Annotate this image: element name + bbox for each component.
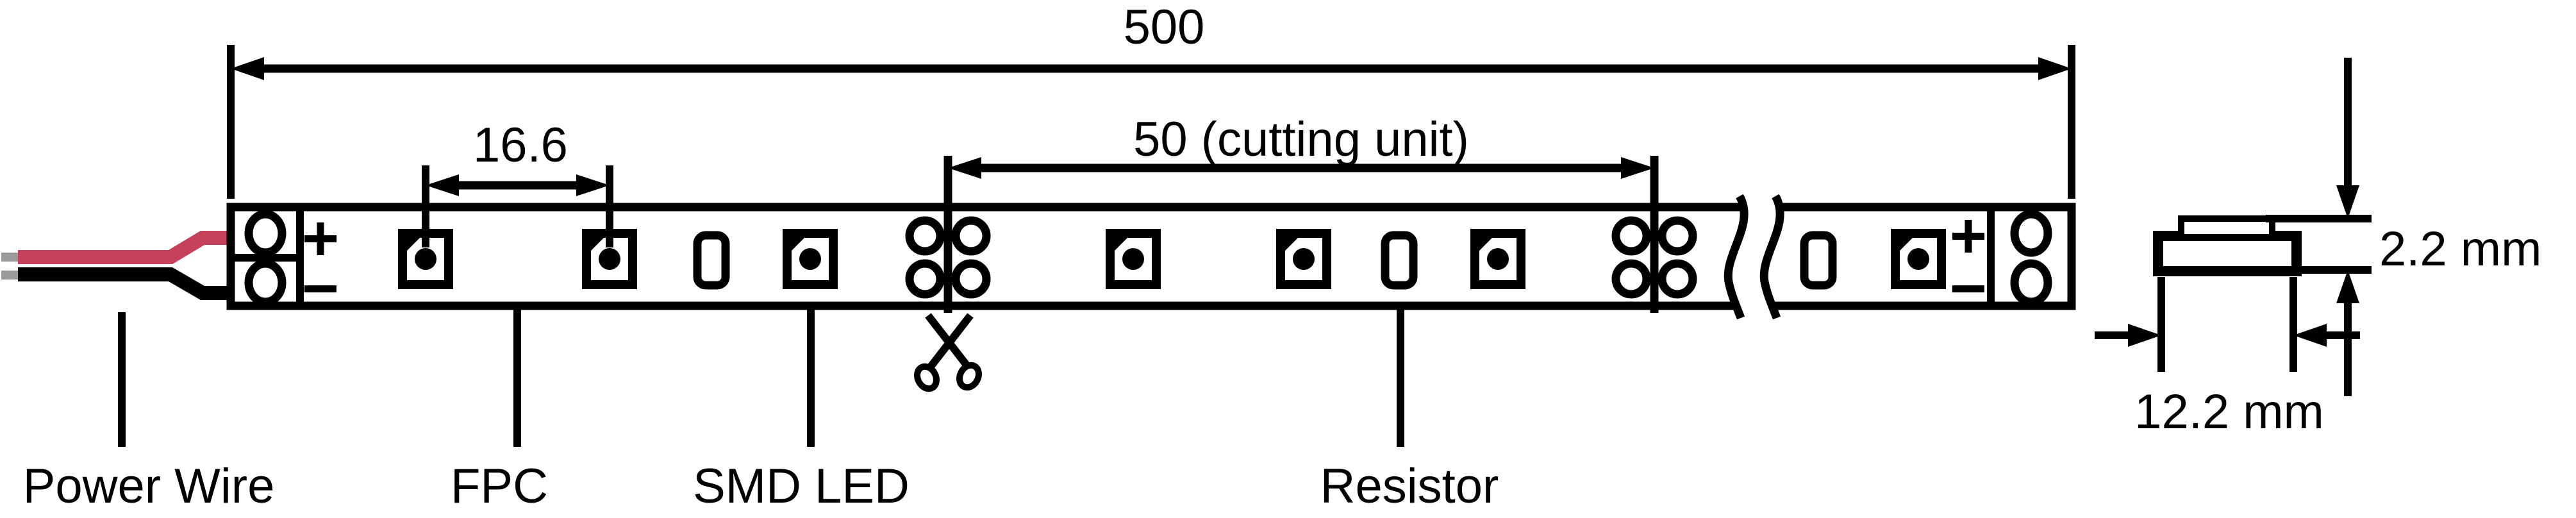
resistor-label: Resistor bbox=[1320, 459, 1499, 514]
dim-section-height-value: 2.2 mm bbox=[2379, 222, 2541, 276]
arrowhead-right-icon bbox=[2128, 324, 2161, 347]
dimension-section-width: 12.2 mm bbox=[2095, 277, 2360, 439]
scissors-icon bbox=[914, 313, 982, 392]
smd-led bbox=[1276, 229, 1331, 289]
break-icon bbox=[1724, 188, 1784, 324]
fpc-label: FPC bbox=[451, 459, 548, 514]
cut-point bbox=[1616, 156, 1693, 313]
smd-led bbox=[1106, 229, 1161, 289]
arrowhead-left-icon bbox=[2293, 324, 2327, 347]
arrowhead-up-icon bbox=[2336, 270, 2359, 303]
component-labels: Power Wire FPC SMD LED Resistor bbox=[23, 306, 1499, 514]
cross-section-view: 2.2 mm 12.2 mm bbox=[2095, 58, 2541, 439]
arrowhead-left-icon bbox=[231, 57, 264, 80]
dimension-cutting-unit: 50 (cutting unit) bbox=[948, 112, 1654, 179]
polarity-plus-left: + bbox=[302, 203, 339, 274]
arrowhead-right-icon bbox=[1621, 157, 1654, 179]
section-fpc-base bbox=[2153, 231, 2302, 276]
positive-wire bbox=[18, 231, 232, 264]
smd-led bbox=[1470, 229, 1525, 289]
dim-total-length-value: 500 bbox=[1124, 0, 1205, 54]
right-end-pads: + − bbox=[1950, 200, 2052, 324]
cut-point bbox=[910, 156, 986, 313]
dimension-section-height: 2.2 mm bbox=[2266, 58, 2541, 396]
negative-wire bbox=[18, 267, 232, 300]
polarity-plus-right: + bbox=[1950, 200, 1987, 272]
arrowhead-left-icon bbox=[426, 174, 459, 196]
smd-led bbox=[783, 229, 838, 289]
arrowhead-right-icon bbox=[576, 174, 610, 196]
arrowhead-right-icon bbox=[2038, 57, 2072, 80]
wire-tip-positive bbox=[1, 253, 21, 262]
smd-led-label: SMD LED bbox=[693, 459, 910, 514]
solder-pad bbox=[2010, 259, 2052, 306]
dim-section-width-value: 12.2 mm bbox=[2134, 385, 2324, 439]
power-wire bbox=[1, 231, 232, 300]
dimension-total-length: 500 bbox=[227, 0, 2075, 199]
dim-cutting-unit-value: 50 (cutting unit) bbox=[1133, 112, 1469, 167]
solder-pad bbox=[244, 259, 287, 306]
resistor-component bbox=[1804, 235, 1832, 285]
dimension-led-pitch: 16.6 bbox=[422, 118, 613, 247]
resistor-component bbox=[1385, 235, 1413, 285]
solder-pad bbox=[2010, 210, 2052, 257]
section-led-body bbox=[2178, 215, 2275, 240]
strip-plan-view: + − + − bbox=[226, 156, 2076, 324]
solder-pad bbox=[244, 210, 287, 257]
resistor-component bbox=[697, 235, 726, 285]
polarity-minus-left: − bbox=[302, 253, 339, 324]
wire-tip-negative bbox=[1, 271, 21, 280]
arrowhead-left-icon bbox=[948, 157, 981, 179]
power-wire-label: Power Wire bbox=[23, 459, 275, 514]
polarity-minus-right: − bbox=[1950, 253, 1987, 324]
left-end-pads: + − bbox=[231, 203, 339, 324]
arrowhead-down-icon bbox=[2336, 185, 2359, 219]
smd-led bbox=[1891, 229, 1946, 289]
dim-led-pitch-value: 16.6 bbox=[473, 118, 568, 172]
